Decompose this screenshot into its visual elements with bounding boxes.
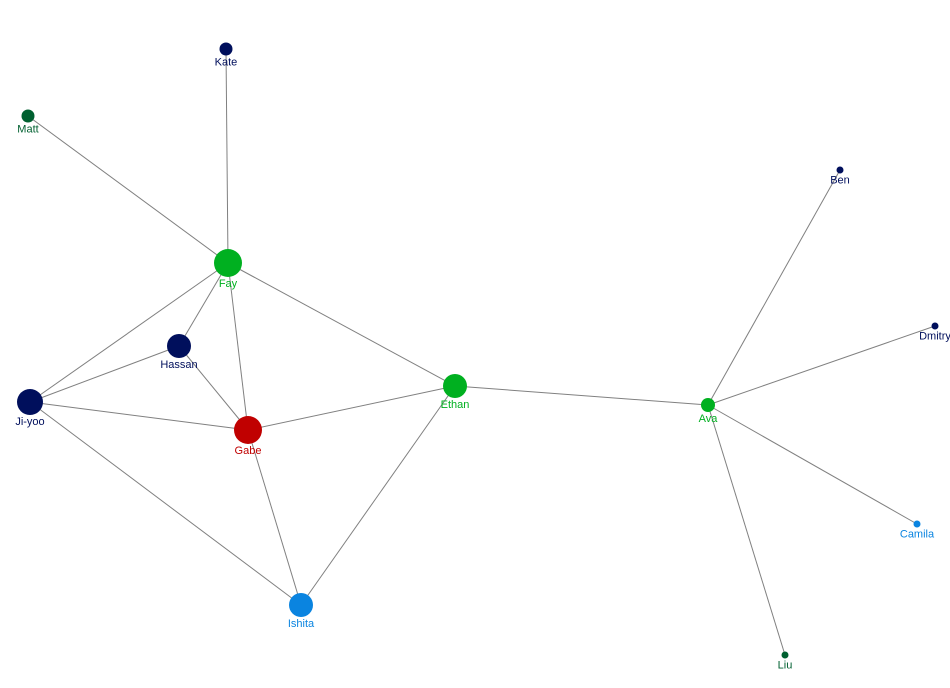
edge-gabe-ishita xyxy=(247,429,302,606)
node-hassan[interactable]: Hassan xyxy=(160,334,198,371)
edge-fay-gabe xyxy=(227,262,249,431)
edge-fay-ethan xyxy=(227,262,456,387)
node-ben[interactable]: Ben xyxy=(830,166,850,187)
node-label: Ethan xyxy=(441,399,470,411)
node-liu[interactable]: Liu xyxy=(778,651,793,672)
node-label: Fay xyxy=(219,278,238,290)
node-kate[interactable]: Kate xyxy=(215,42,238,69)
edge-ethan-ava xyxy=(454,385,709,406)
node-label: Camila xyxy=(900,529,935,541)
node-label: Dmitry xyxy=(919,331,950,343)
node-ava[interactable]: Ava xyxy=(699,398,719,425)
node-ishita[interactable]: Ishita xyxy=(288,593,315,630)
edge-fay-hassan xyxy=(178,262,229,347)
node-gabe[interactable]: Gabe xyxy=(234,416,262,457)
edge-gabe-ethan xyxy=(247,385,456,431)
edge-ji-yoo-ishita xyxy=(29,401,302,606)
node-matt[interactable]: Matt xyxy=(17,109,39,136)
node-label: Gabe xyxy=(235,445,262,457)
edges-layer xyxy=(27,48,936,656)
edge-fay-ji-yoo xyxy=(29,262,229,403)
node-label: Hassan xyxy=(160,359,197,371)
node-label: Ava xyxy=(699,413,719,425)
edge-ji-yoo-gabe xyxy=(29,401,249,431)
node-ethan[interactable]: Ethan xyxy=(441,374,470,411)
edge-hassan-gabe xyxy=(178,345,249,431)
node-dmitry[interactable]: Dmitry xyxy=(919,322,950,343)
node-label: Liu xyxy=(778,660,793,672)
edge-ava-liu xyxy=(707,404,786,656)
node-ji-yoo[interactable]: Ji-yoo xyxy=(15,389,45,428)
node-label: Matt xyxy=(17,124,38,136)
node-circle[interactable] xyxy=(701,398,715,412)
node-circle[interactable] xyxy=(167,334,191,358)
node-label: Ji-yoo xyxy=(15,416,44,428)
node-label: Kate xyxy=(215,57,238,69)
edge-kate-fay xyxy=(225,48,229,264)
node-circle[interactable] xyxy=(234,416,262,444)
node-fay[interactable]: Fay xyxy=(214,249,242,290)
node-circle[interactable] xyxy=(17,389,43,415)
edge-hassan-ji-yoo xyxy=(29,345,180,403)
node-label: Ben xyxy=(830,175,850,187)
node-circle[interactable] xyxy=(289,593,313,617)
node-circle[interactable] xyxy=(219,42,233,56)
edge-ava-dmitry xyxy=(707,325,936,406)
node-circle[interactable] xyxy=(836,166,844,174)
node-circle[interactable] xyxy=(931,322,939,330)
edge-matt-fay xyxy=(27,115,229,264)
edge-ava-camila xyxy=(707,404,918,525)
node-label: Ishita xyxy=(288,618,315,630)
node-circle[interactable] xyxy=(21,109,35,123)
node-circle[interactable] xyxy=(214,249,242,277)
node-circle[interactable] xyxy=(443,374,467,398)
edge-ava-ben xyxy=(707,169,841,406)
edge-ethan-ishita xyxy=(300,385,456,606)
node-circle[interactable] xyxy=(913,520,921,528)
node-circle[interactable] xyxy=(781,651,789,659)
node-camila[interactable]: Camila xyxy=(900,520,935,541)
